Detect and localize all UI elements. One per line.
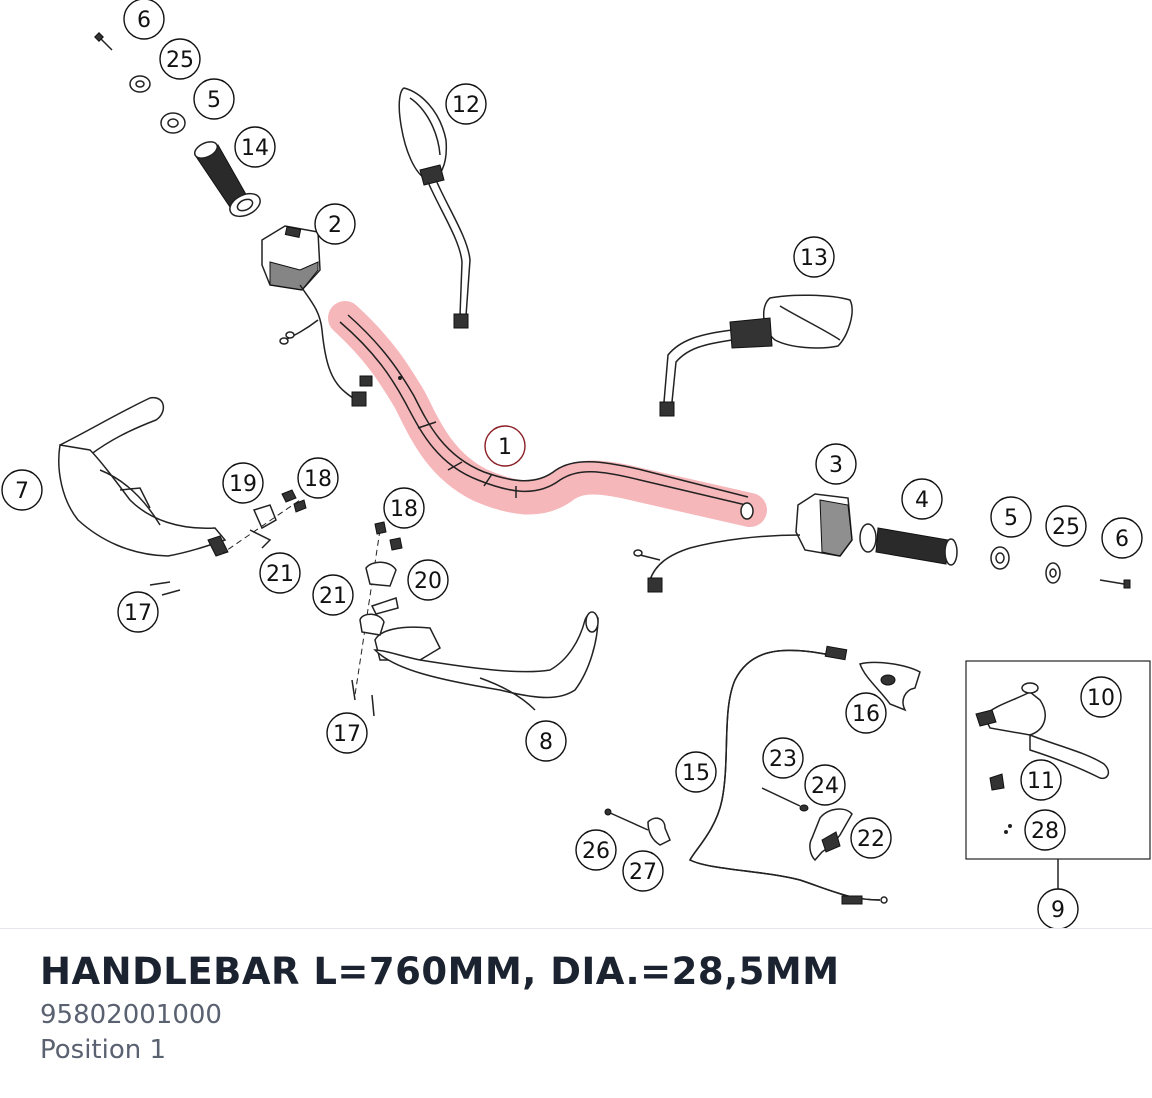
- left-handguard-part[interactable]: [58, 397, 229, 557]
- left-switch-part[interactable]: [261, 225, 373, 407]
- callout-28[interactable]: 28: [1024, 809, 1066, 851]
- callout-6-right[interactable]: 6: [1101, 517, 1143, 559]
- svg-text:19: 19: [229, 472, 257, 497]
- right-bolt-part[interactable]: [1099, 579, 1131, 589]
- callout-27[interactable]: 27: [622, 850, 664, 892]
- left-mirror-part[interactable]: [398, 87, 471, 329]
- right-mirror-part[interactable]: [659, 294, 853, 417]
- svg-text:18: 18: [390, 497, 418, 522]
- left-washer-part[interactable]: [129, 75, 151, 93]
- left-mount-hardware[interactable]: [149, 489, 307, 596]
- callout-5-right[interactable]: 5: [990, 496, 1032, 538]
- callout-7[interactable]: 7: [1, 469, 43, 511]
- right-spacer-part[interactable]: [990, 546, 1010, 570]
- callout-6-left[interactable]: 6: [123, 0, 165, 40]
- svg-text:17: 17: [124, 601, 152, 626]
- left-spacer-part[interactable]: [160, 112, 186, 134]
- svg-text:1: 1: [498, 435, 512, 460]
- svg-text:15: 15: [682, 761, 710, 786]
- right-mount-hardware[interactable]: [351, 521, 403, 717]
- svg-text:23: 23: [769, 747, 797, 772]
- svg-text:22: 22: [857, 827, 885, 852]
- svg-text:20: 20: [414, 569, 442, 594]
- part-info-panel: HANDLEBAR L=760MM, DIA.=28,5MM 958020010…: [40, 950, 840, 1068]
- callout-5-left[interactable]: 5: [193, 78, 235, 120]
- callout-25-left[interactable]: 25: [159, 38, 201, 80]
- callout-26[interactable]: 26: [575, 829, 617, 871]
- svg-text:5: 5: [207, 88, 221, 113]
- svg-text:25: 25: [1052, 515, 1080, 540]
- svg-text:7: 7: [15, 479, 29, 504]
- throttle-cable-part[interactable]: [688, 645, 888, 905]
- callout-2[interactable]: 2: [314, 203, 356, 245]
- svg-text:13: 13: [800, 246, 828, 271]
- svg-text:2: 2: [328, 213, 342, 238]
- part-number: 95802001000: [40, 1000, 222, 1030]
- svg-text:17: 17: [333, 722, 361, 747]
- cable-clamp-part[interactable]: [761, 787, 853, 862]
- handlebar-part[interactable]: [339, 314, 754, 520]
- svg-text:3: 3: [829, 453, 843, 478]
- callout-14[interactable]: 14: [234, 126, 276, 168]
- callout-21-right[interactable]: 21: [312, 574, 354, 616]
- svg-text:24: 24: [811, 774, 839, 799]
- callout-23[interactable]: 23: [762, 737, 804, 779]
- svg-text:8: 8: [539, 730, 553, 755]
- svg-text:6: 6: [1115, 527, 1129, 552]
- callout-17-right[interactable]: 17: [326, 712, 368, 754]
- callout-3[interactable]: 3: [815, 443, 857, 485]
- callout-21-left[interactable]: 21: [259, 552, 301, 594]
- left-grip-part[interactable]: [192, 139, 264, 221]
- svg-text:6: 6: [137, 8, 151, 33]
- cable-bracket-part[interactable]: [604, 808, 671, 846]
- clutch-lever-assembly-box[interactable]: [965, 660, 1151, 890]
- callout-25-right[interactable]: 25: [1045, 505, 1087, 547]
- callout-18-left[interactable]: 18: [297, 457, 339, 499]
- callout-12[interactable]: 12: [445, 83, 487, 125]
- callout-20[interactable]: 20: [407, 559, 449, 601]
- callout-9[interactable]: 9: [1037, 888, 1079, 928]
- svg-text:27: 27: [629, 860, 657, 885]
- callout-17-left[interactable]: 17: [117, 591, 159, 633]
- right-washer-part[interactable]: [1045, 562, 1061, 584]
- callout-18-right[interactable]: 18: [383, 487, 425, 529]
- svg-text:11: 11: [1027, 769, 1055, 794]
- svg-text:4: 4: [915, 488, 929, 513]
- callout-13[interactable]: 13: [793, 236, 835, 278]
- right-handguard-part[interactable]: [373, 611, 599, 711]
- callout-19[interactable]: 19: [222, 462, 264, 504]
- svg-text:25: 25: [166, 48, 194, 73]
- part-title: HANDLEBAR L=760MM, DIA.=28,5MM: [40, 950, 840, 993]
- callout-22[interactable]: 22: [850, 817, 892, 859]
- section-divider: [0, 928, 1152, 929]
- handlebar-highlight: [328, 301, 767, 527]
- callout-11[interactable]: 11: [1020, 759, 1062, 801]
- svg-text:26: 26: [582, 839, 610, 864]
- svg-text:14: 14: [241, 136, 269, 161]
- svg-text:12: 12: [452, 93, 480, 118]
- callout-8[interactable]: 8: [525, 720, 567, 762]
- right-grip-part[interactable]: [859, 523, 958, 566]
- callout-4[interactable]: 4: [901, 478, 943, 520]
- svg-text:21: 21: [266, 562, 294, 587]
- callout-24[interactable]: 24: [804, 764, 846, 806]
- svg-text:5: 5: [1004, 506, 1018, 531]
- callout-16[interactable]: 16: [845, 692, 887, 734]
- svg-text:18: 18: [304, 467, 332, 492]
- callout-1[interactable]: 1: [484, 425, 526, 467]
- svg-text:10: 10: [1087, 686, 1115, 711]
- part-position: Position 1: [40, 1035, 167, 1065]
- callout-10[interactable]: 10: [1080, 676, 1122, 718]
- svg-text:21: 21: [319, 584, 347, 609]
- throttle-housing-part[interactable]: [859, 661, 921, 712]
- callout-15[interactable]: 15: [675, 751, 717, 793]
- svg-text:16: 16: [852, 702, 880, 727]
- left-bolt-part[interactable]: [94, 32, 113, 51]
- right-switch-part[interactable]: [633, 493, 853, 593]
- exploded-parts-diagram: 1 2 3 4 5 5 6 6: [1, 0, 1151, 928]
- svg-text:28: 28: [1031, 819, 1059, 844]
- svg-text:9: 9: [1051, 898, 1065, 923]
